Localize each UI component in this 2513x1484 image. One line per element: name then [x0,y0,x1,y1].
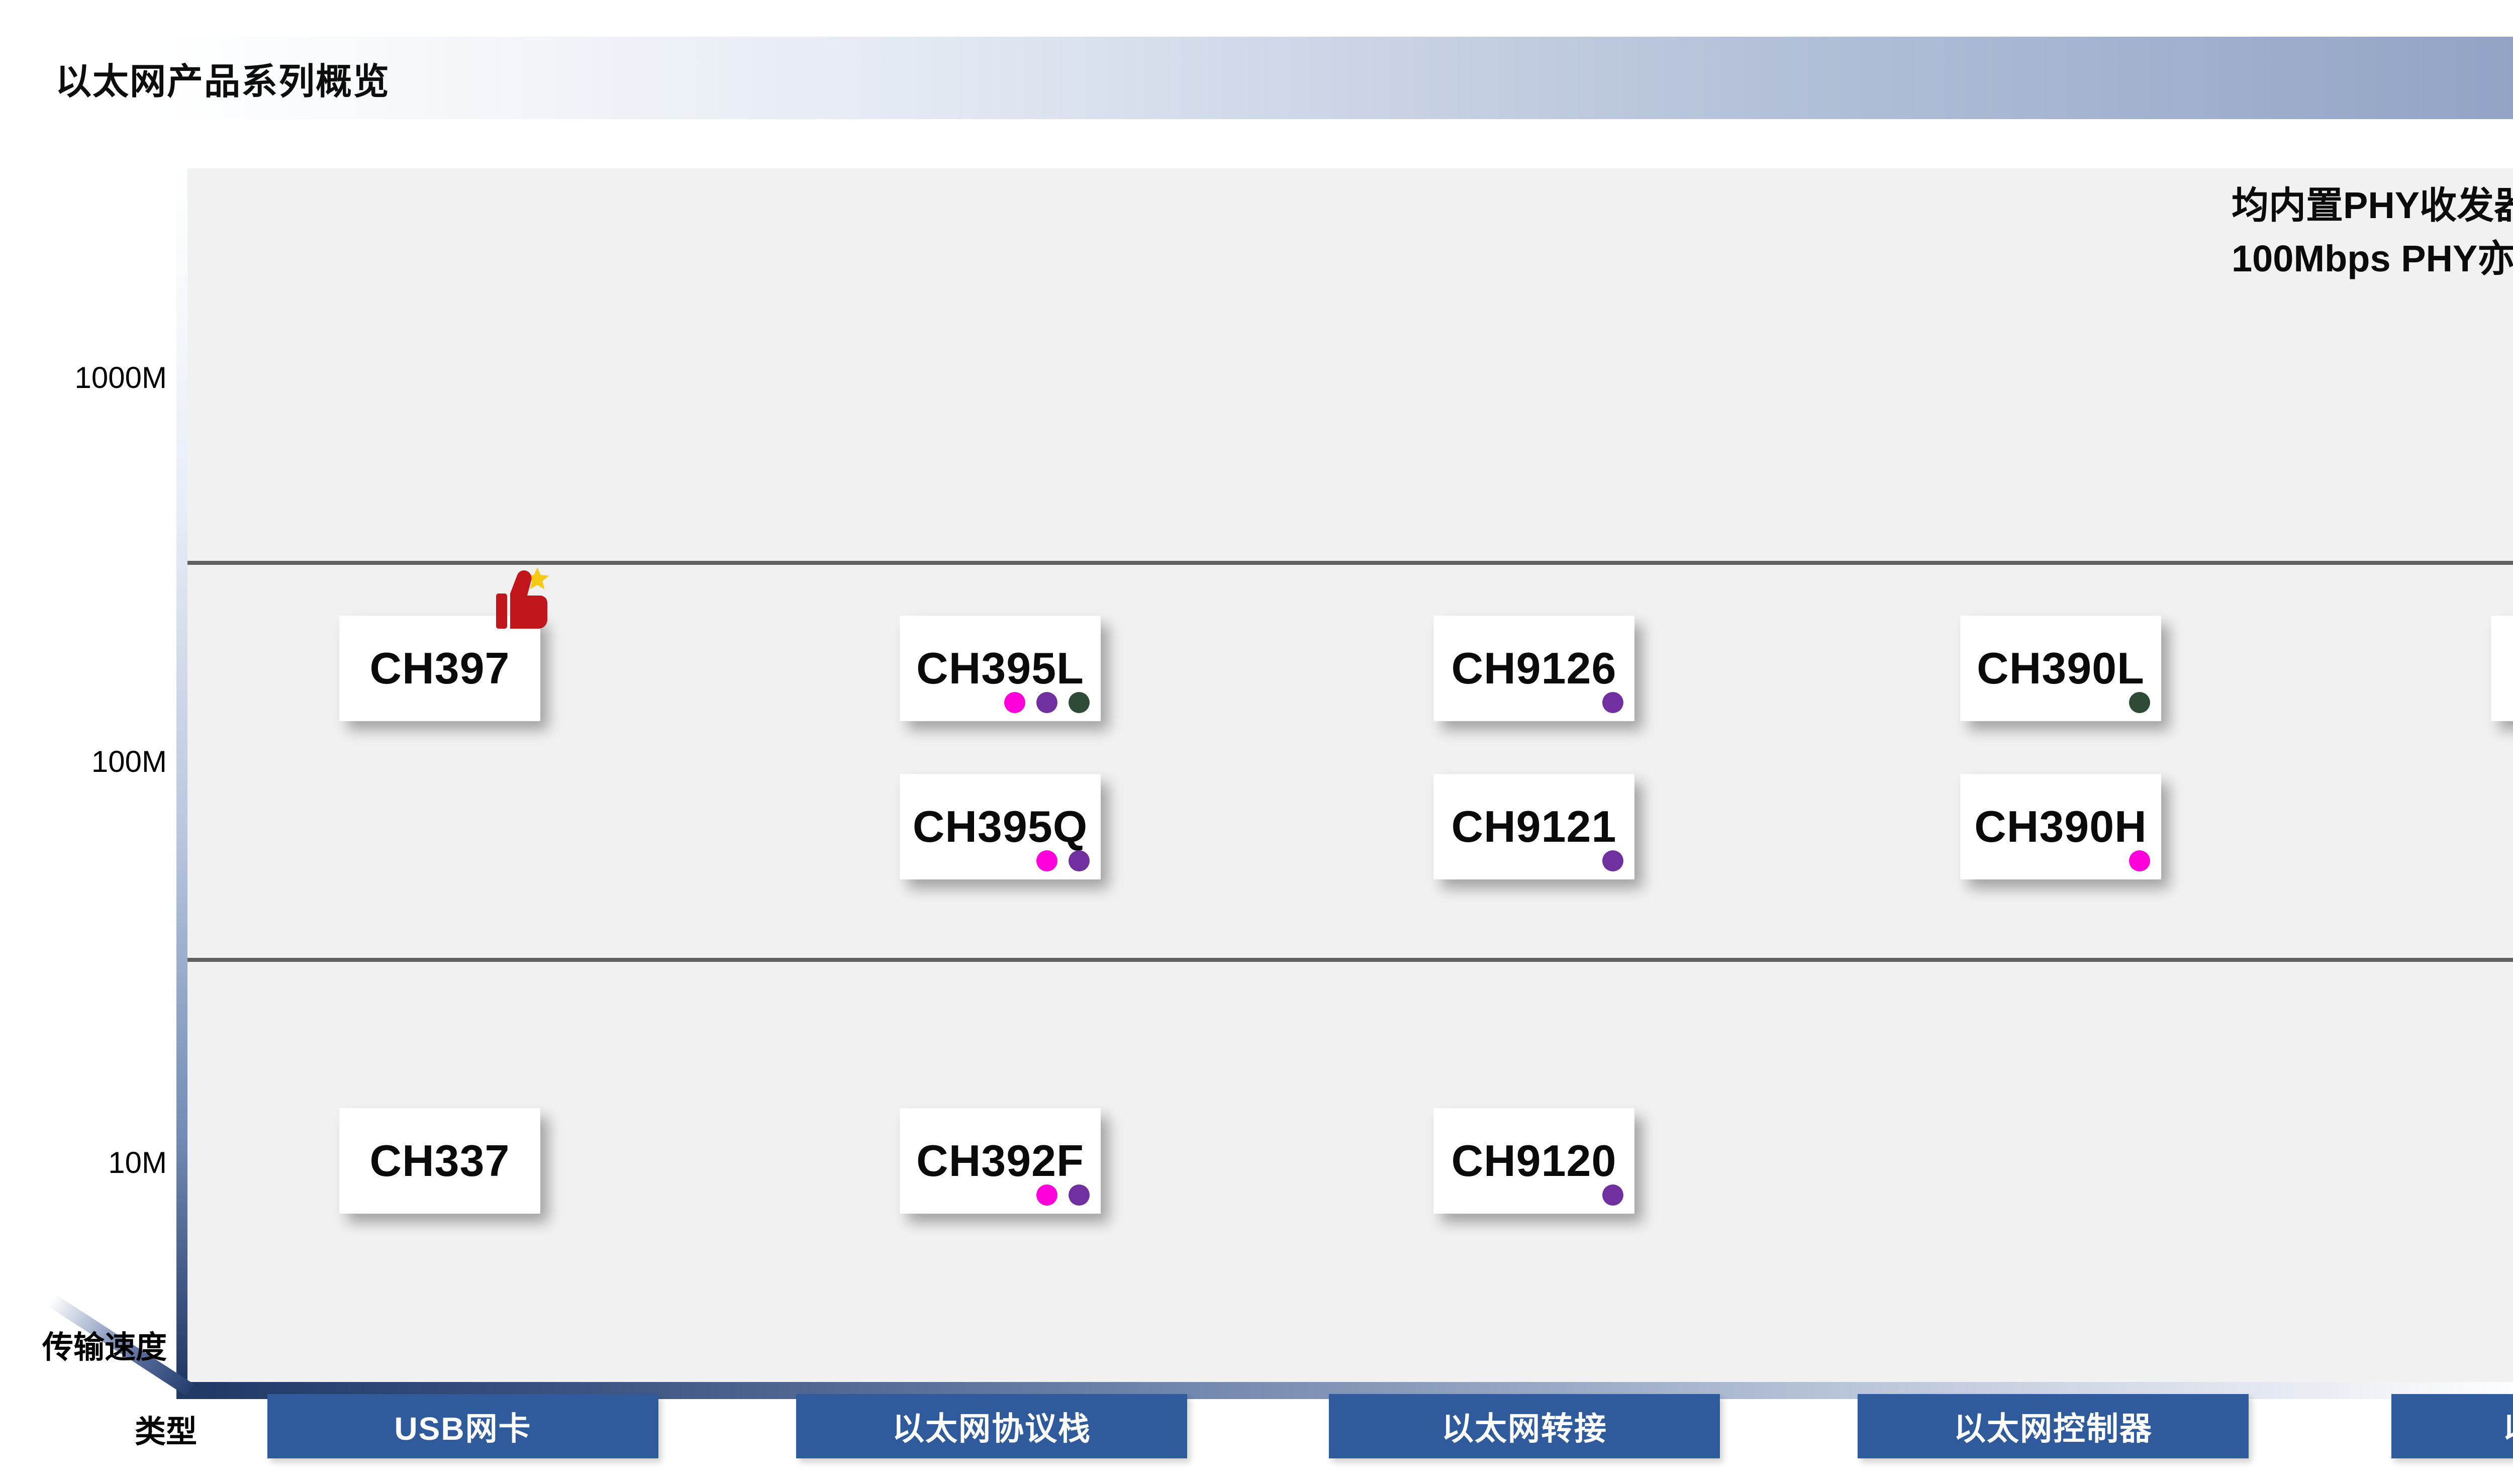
parallel-dot [1069,692,1090,713]
product-label: CH390L [1977,643,2145,693]
product-box-ch9120: CH9120 [1433,1108,1634,1214]
interface-dots [1004,692,1090,713]
product-label: CH337 [369,1136,510,1185]
serial-dot [1036,692,1057,713]
interface-dots [1036,850,1090,871]
product-box-ch182: CH182 [2491,616,2513,721]
category-label: 以太网PHY [2502,1403,2513,1449]
speed-divider-100m-10m [187,958,2513,962]
y-axis-bar [176,168,187,1382]
phy-note-line2: 100Mbps PHY亦支持10Mbps模式 [2232,238,2513,279]
product-label: CH9126 [1451,643,1617,693]
serial-dot [1069,1184,1090,1206]
category-label: 以太网协议栈 [892,1411,1091,1447]
category-usb-nic: USB网卡 [267,1394,658,1458]
serial-dot [1602,850,1623,871]
interface-dots [1602,1184,1623,1206]
spi-dot [1036,850,1057,871]
product-label: CH9120 [1451,1136,1617,1185]
category-ethernet-controller: 以太网控制器 [1858,1394,2249,1458]
category-label: 以太网转接 [1441,1411,1607,1447]
y-tick-10m: 10M [108,1146,167,1179]
product-label: CH392F [916,1136,1084,1185]
product-box-ch395l: CH395L [900,616,1101,721]
spi-dot [1036,1184,1057,1206]
spi-dot [1004,692,1025,713]
recommended-thumb-star-icon [496,567,549,629]
category-ethernet-bridge: 以太网转接 [1329,1394,1720,1458]
product-box-ch9121: CH9121 [1433,774,1634,879]
interface-dots [2129,692,2150,713]
y-tick-100m: 100M [91,745,167,778]
serial-dot [1602,692,1623,713]
product-label: CH397 [369,643,510,693]
interface-dots [2129,850,2150,871]
product-label: CH395L [916,643,1084,693]
title-bar: 以太网产品系列概览 [19,37,2513,119]
category-ethernet-phy: 以太网PHY [2391,1394,2513,1458]
product-box-ch390h: CH390H [1960,774,2161,879]
interface-dots [1602,850,1623,871]
product-box-ch337: CH337 [339,1108,540,1214]
serial-dot [1602,1184,1623,1206]
page-title: 以太网产品系列概览 [55,61,391,102]
product-label: CH395Q [912,802,1088,851]
interface-dots [1036,1184,1090,1206]
phy-note-line1: 均内置PHY收发器，无需外接 [2232,184,2513,226]
speed-divider-1000m-100m [187,561,2513,565]
y-axis-title: 传输速度 [42,1330,167,1365]
product-label: CH9121 [1451,802,1617,851]
product-box-ch392f: CH392F [900,1108,1101,1214]
y-tick-1000m: 1000M [74,361,167,394]
parallel-dot [2129,692,2150,713]
product-label: CH390H [1974,802,2147,851]
interface-dots [1602,692,1623,713]
category-label: USB网卡 [394,1411,532,1447]
serial-dot [1069,850,1090,871]
product-box-ch390l: CH390L [1960,616,2161,721]
product-box-ch395q: CH395Q [900,774,1101,879]
x-axis-title: 类型 [135,1415,198,1449]
product-box-ch397: CH397 [339,567,549,721]
phy-note: 均内置PHY收发器，无需外接 100Mbps PHY亦支持10Mbps模式 [2232,179,2513,285]
spi-dot [2129,850,2150,871]
product-box-ch9126: CH9126 [1433,616,1634,721]
category-ethernet-protocol-stack: 以太网协议栈 [796,1394,1187,1458]
category-label: 以太网控制器 [1954,1411,2153,1447]
